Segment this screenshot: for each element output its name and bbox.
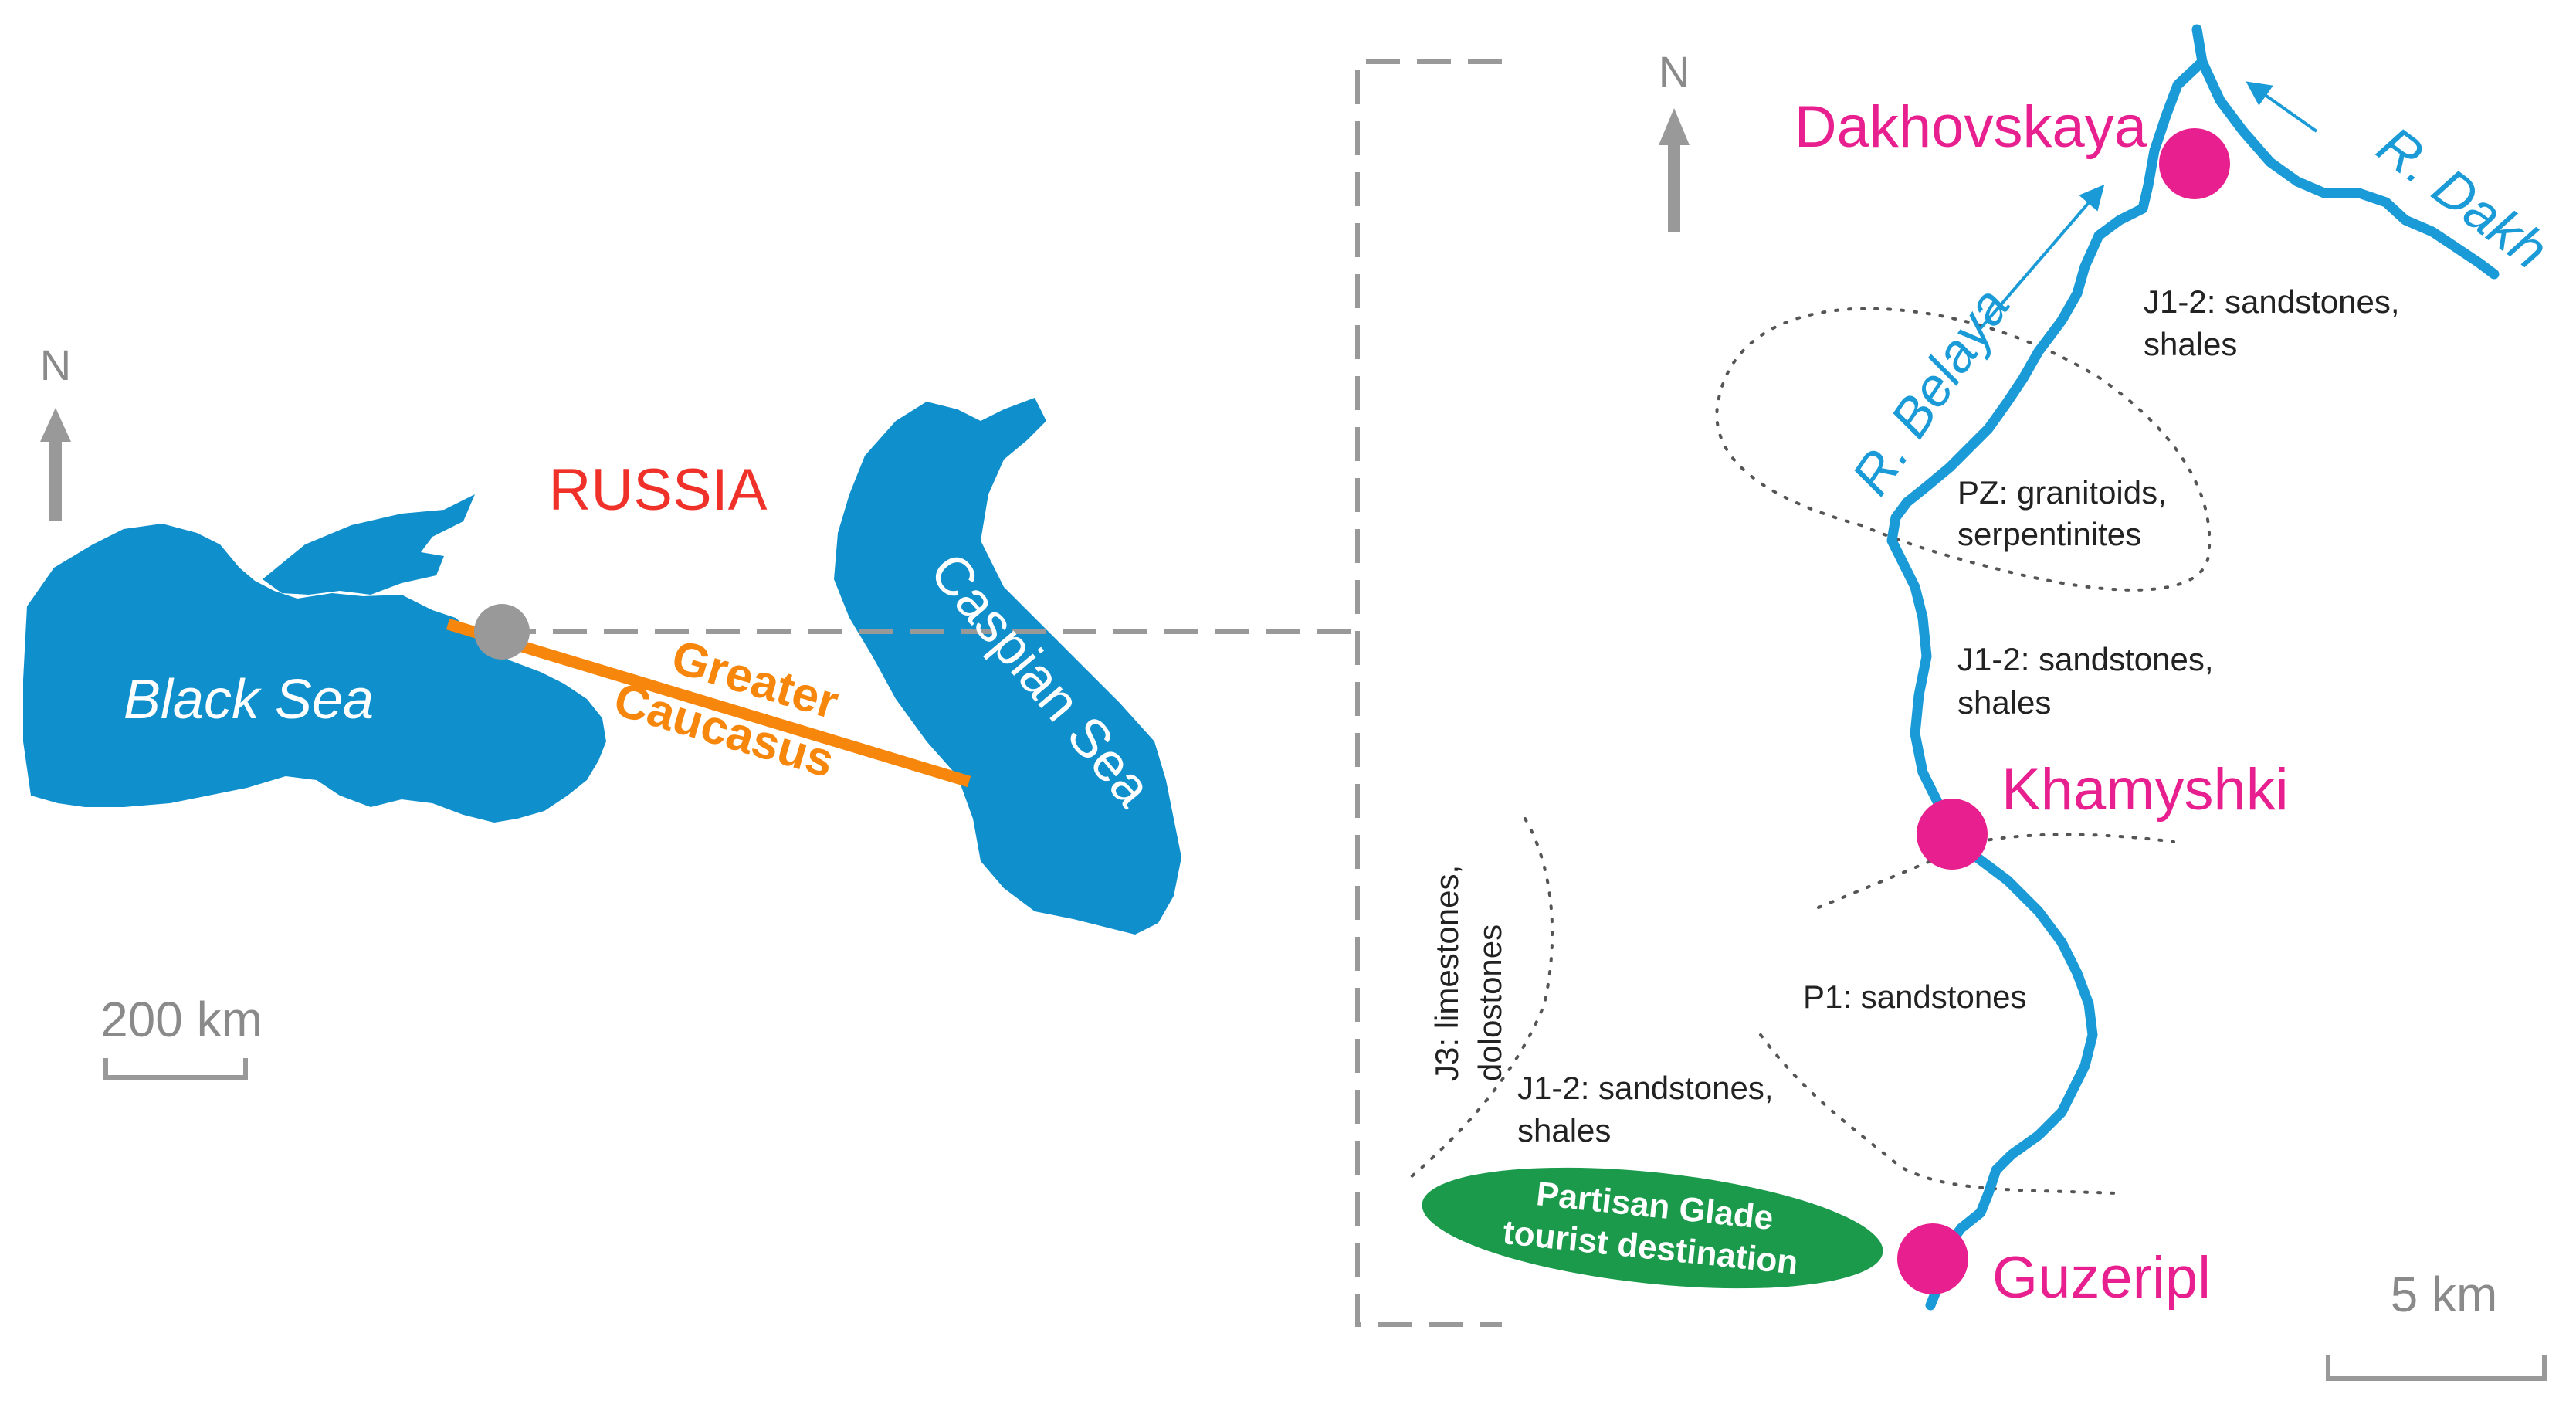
belaya-flow-arrow xyxy=(1979,184,2105,330)
geology-label-3-line1: J1-2: sandstones, xyxy=(1957,641,2214,677)
geology-label-6-line1: J1-2: sandstones, xyxy=(1517,1070,1774,1106)
overview-map: N RUSSIA Black Sea Caspian Sea Greater C… xyxy=(23,341,1357,1080)
north-arrow-icon xyxy=(1659,108,1690,232)
detail-scale-label: 5 km xyxy=(2391,1267,2498,1322)
geology-label-6-line2: shales xyxy=(1517,1112,1611,1148)
geology-label-1-line2: shales xyxy=(2144,326,2237,362)
geology-label-5-line2: dolostones xyxy=(1472,924,1508,1081)
detail-north-arrow: N xyxy=(1659,47,1690,232)
town-marker-guzeripl xyxy=(1897,1223,1968,1294)
town-label-khamyshki: Khamyshki xyxy=(2001,757,2289,823)
country-label: RUSSIA xyxy=(549,457,768,523)
caspian-sea-shape xyxy=(834,398,1181,935)
destination-marker: Partisan Glade tourist destination xyxy=(1422,1167,1883,1289)
geology-label-4-line1: P1: sandstones xyxy=(1803,979,2027,1015)
river-label-belaya: R. Belaya xyxy=(1840,277,2021,505)
dakh-flow-arrow xyxy=(2246,81,2318,133)
town-marker-dakhovskaya xyxy=(2159,128,2230,199)
overview-north-arrow: N xyxy=(40,341,71,521)
dakh-river-line xyxy=(2197,56,2500,280)
belaya-river-line xyxy=(1886,24,2208,1311)
overview-scale-bar: 200 km xyxy=(100,992,263,1080)
north-arrow-icon xyxy=(40,408,71,521)
detail-scale-bar: 5 km xyxy=(2326,1267,2547,1381)
geology-label-2-line1: PZ: granitoids, xyxy=(1957,474,2167,511)
detail-north-label: N xyxy=(1659,47,1690,96)
inset-bracket xyxy=(1355,59,1502,1327)
detail-map: N R. Belaya R. Dakh Dakhovskaya xyxy=(1404,24,2559,1381)
geology-label-2-line2: serpentinites xyxy=(1957,516,2141,552)
overview-north-label: N xyxy=(40,341,71,389)
geology-label-1-line1: J1-2: sandstones, xyxy=(2144,283,2400,320)
town-marker-khamyshki xyxy=(1917,799,1988,870)
study-area-dot xyxy=(474,604,530,660)
town-label-guzeripl: Guzeripl xyxy=(1992,1245,2211,1311)
sea-of-azov-shape xyxy=(263,494,475,595)
town-label-dakhovskaya: Dakhovskaya xyxy=(1795,94,2147,160)
black-sea-shape xyxy=(23,524,606,823)
greater-caucasus-line xyxy=(446,618,971,788)
black-sea-label: Black Sea xyxy=(124,669,374,731)
overview-scale-label: 200 km xyxy=(100,992,263,1047)
geology-label-5-line1: J3: limestones, xyxy=(1429,865,1465,1081)
geology-label-3-line2: shales xyxy=(1957,684,2051,721)
river-lines xyxy=(1886,24,2500,1311)
